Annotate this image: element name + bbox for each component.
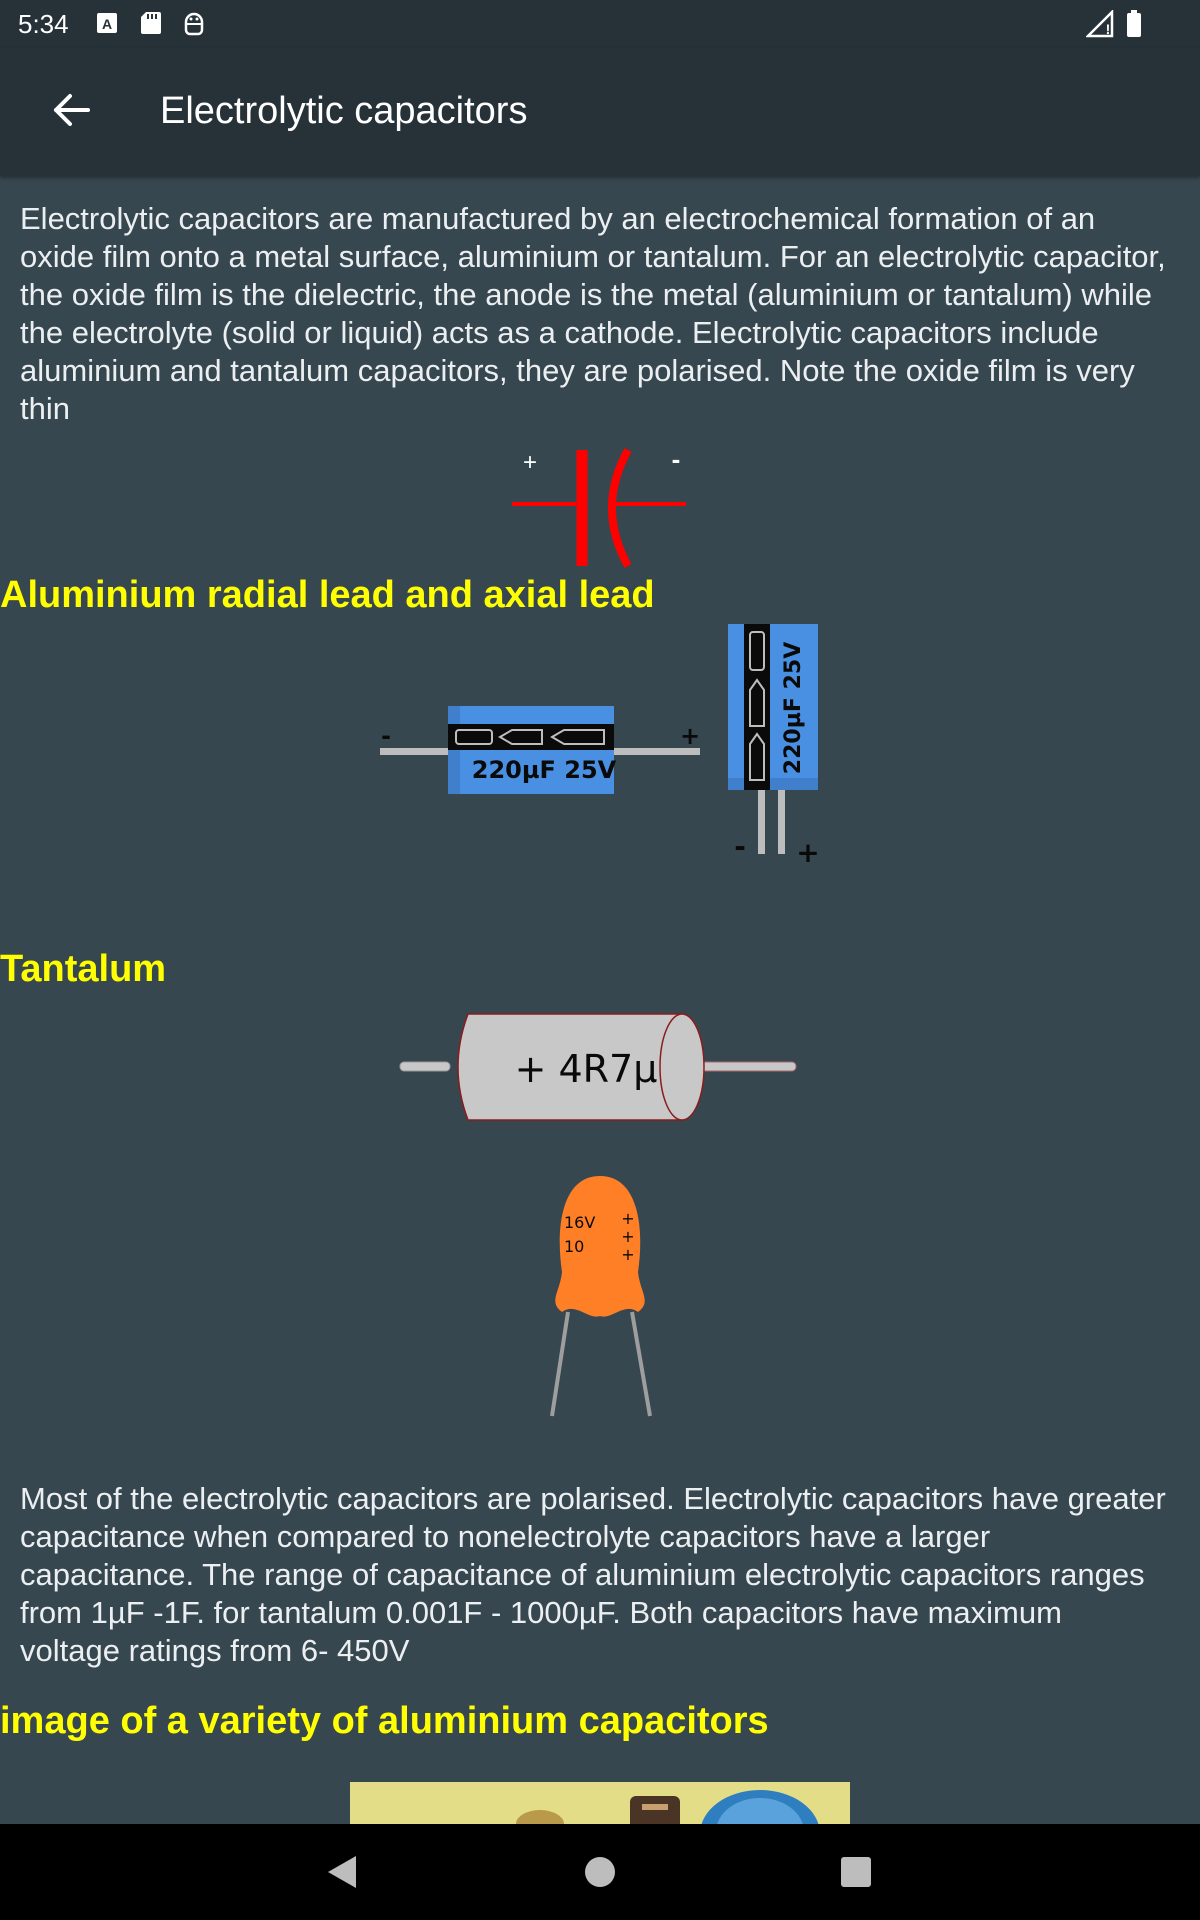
back-button[interactable] (40, 78, 104, 142)
axial-cap-label: 220µF 25V (472, 756, 617, 784)
nav-recents-icon (841, 1857, 871, 1887)
arrow-back-icon (54, 94, 90, 126)
axial-aluminium-capacitor: 220µF 25V - + (376, 700, 706, 800)
symbol-plus-label: + (523, 449, 537, 476)
polarised-paragraph: Most of the electrolytic capacitors are … (20, 1481, 1166, 1668)
navigation-bar (0, 1824, 1200, 1920)
bead-voltage-label: 16V (564, 1213, 595, 1232)
capacitor-variety-photo (350, 1782, 850, 1824)
bead-value-label: 10 (564, 1237, 584, 1256)
tantalum-axial-label: + 4R7µ (515, 1047, 658, 1091)
radial-cap-label: 220µF 25V (781, 642, 806, 774)
nav-recents-button[interactable] (832, 1848, 880, 1896)
symbol-minus-label: - (672, 444, 681, 474)
bead-plus-3: + (621, 1245, 634, 1264)
nav-home-button[interactable] (576, 1848, 624, 1896)
radial-cap-minus: - (734, 830, 746, 863)
status-time: 5:34 (18, 9, 69, 39)
axial-cap-minus: - (381, 722, 391, 750)
page-title: Electrolytic capacitors (160, 90, 528, 132)
aluminium-heading: Aluminium radial lead and axial lead (0, 574, 655, 616)
tantalum-heading: Tantalum (0, 948, 167, 990)
svg-text:A: A (102, 16, 112, 32)
radial-aluminium-capacitor: 220µF 25V - + (720, 620, 830, 870)
svg-text:!: ! (1106, 21, 1111, 37)
radial-cap-plus: + (796, 836, 819, 869)
keyboard-a-icon: A (96, 10, 118, 40)
nav-back-icon (328, 1856, 356, 1888)
sd-card-icon (140, 10, 162, 40)
tantalum-axial-capacitor: + 4R7µ (396, 1010, 806, 1124)
tantalum-bead-capacitor: 16V 10 + + + (540, 1172, 660, 1422)
android-debug-icon (182, 10, 206, 40)
electrolytic-capacitor-symbol: + - (500, 444, 700, 570)
battery-icon (1126, 10, 1142, 42)
intro-paragraph: Electrolytic capacitors are manufactured… (20, 201, 1166, 426)
nav-home-icon (585, 1857, 615, 1887)
variety-heading: image of a variety of aluminium capacito… (0, 1700, 769, 1742)
app-bar: Electrolytic capacitors (0, 48, 1200, 176)
axial-cap-plus: + (680, 722, 700, 750)
status-bar: 5:34 A ! (0, 0, 1200, 48)
bead-plus-1: + (621, 1209, 634, 1228)
signal-icon: ! (1084, 8, 1114, 42)
bead-plus-2: + (621, 1227, 634, 1246)
nav-back-button[interactable] (318, 1848, 366, 1896)
